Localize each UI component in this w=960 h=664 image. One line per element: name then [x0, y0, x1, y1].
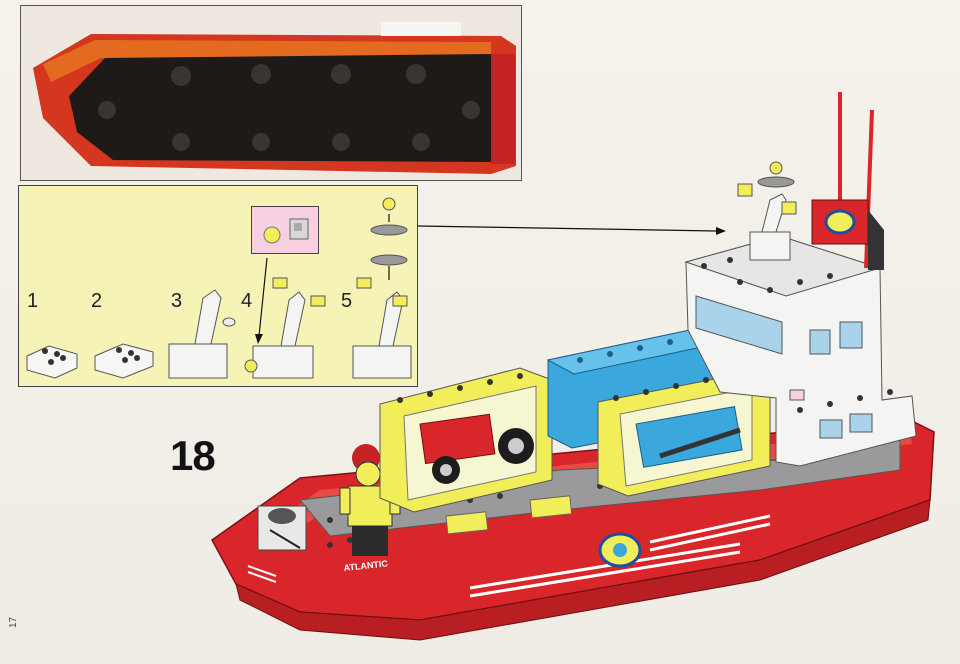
cargo-cage-vehicle [379, 367, 553, 513]
substep-label-3: 3 [171, 290, 183, 312]
hull-underside-photo [20, 5, 522, 181]
pointer-arrow-icon [417, 225, 717, 232]
mast-assembly [737, 161, 797, 261]
antenna-icon [811, 92, 884, 270]
cargo-cage-engine [597, 371, 771, 497]
part-callout-image [263, 218, 309, 244]
searchlight-icon [737, 183, 753, 197]
winch [257, 505, 307, 551]
step-number: 18 [170, 432, 216, 479]
substep-label-4: 4 [241, 290, 253, 312]
substep-panel: 1 2 3 4 5 [18, 185, 418, 387]
page-number: 17 [8, 616, 19, 628]
substep-label-1: 1 [27, 290, 39, 312]
bridge-cabin [684, 235, 917, 467]
hull-underside-image [21, 6, 521, 180]
arrow-icon [258, 257, 268, 337]
substep-label-5: 5 [341, 290, 353, 312]
substep-2-plate [94, 343, 154, 379]
substep-label-2: 2 [91, 290, 103, 312]
part-callout [251, 206, 319, 254]
hull-name-text: ATLANTIC [343, 558, 389, 573]
substep-1-plate [26, 345, 78, 379]
substep-3-mast [168, 289, 236, 379]
substep-5-mast-radar [352, 197, 412, 379]
substep-4-mast-lights [244, 277, 326, 379]
substep-illustrations [26, 197, 412, 379]
